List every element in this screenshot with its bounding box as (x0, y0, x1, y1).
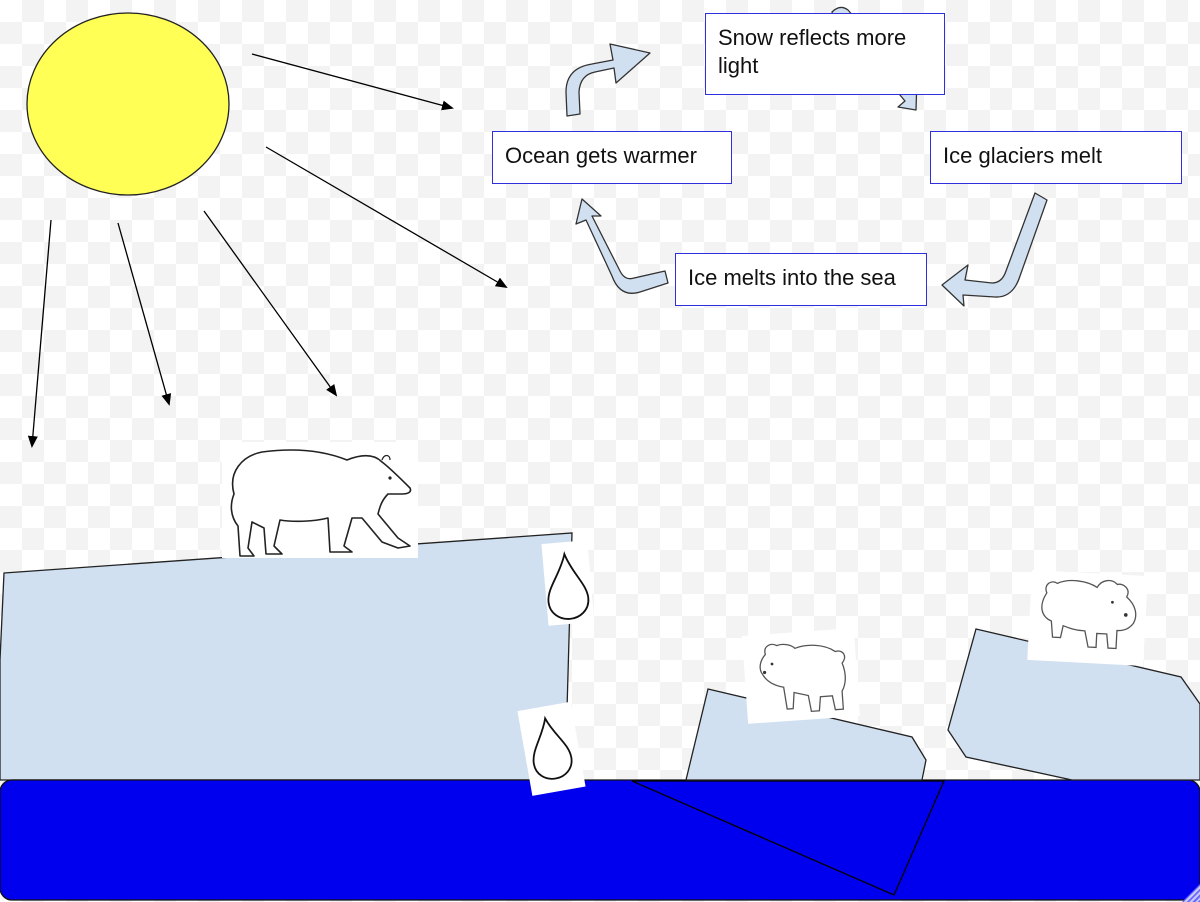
sun-rays (27, 53, 508, 448)
ocean[interactable] (0, 779, 1200, 901)
water-drop-icon (547, 550, 590, 620)
polar-bear-icon (230, 449, 412, 557)
polar-bear-cub-icon (1041, 579, 1137, 650)
cycle-box-snow-reflects[interactable]: Snow reflects more light (705, 13, 945, 95)
cycle-box-ocean-warmer[interactable]: Ocean gets warmer (492, 131, 732, 184)
sun-ray-arrow[interactable] (27, 219, 52, 448)
sun-ray-arrow[interactable] (117, 222, 172, 406)
water-drop-lower[interactable] (517, 701, 586, 796)
cycle-box-ice-melts-into-sea[interactable]: Ice melts into the sea (675, 253, 927, 306)
cycle-arrow-sea-to-ocean[interactable] (575, 198, 669, 294)
cycle-box-label: Ice melts into the sea (688, 265, 896, 290)
adult-polar-bear[interactable] (222, 442, 418, 558)
polar-bear-cub-middle[interactable] (742, 628, 860, 724)
cycle-arrow-glaciers-to-sea[interactable] (941, 192, 1048, 307)
sun-ray-arrow[interactable] (265, 146, 508, 289)
water-drop-icon (532, 715, 573, 780)
sun-ray-arrow[interactable] (251, 53, 454, 111)
polar-bear-cub-icon (759, 643, 846, 713)
submerged-ice-block[interactable] (631, 780, 945, 896)
water-drop-upper[interactable] (541, 540, 595, 626)
polar-bear-cub-right[interactable] (1027, 570, 1148, 666)
middle-ice-block[interactable] (685, 688, 927, 781)
cycle-box-label: Ice glaciers melt (943, 143, 1102, 168)
cycle-box-label: Snow reflects more light (718, 25, 907, 78)
cycle-arrow-ocean-to-snow[interactable] (565, 43, 651, 117)
sun-ray-arrow[interactable] (203, 210, 338, 397)
cycle-box-ice-glaciers-melt[interactable]: Ice glaciers melt (930, 131, 1182, 184)
cycle-box-label: Ocean gets warmer (505, 143, 697, 168)
large-ice-block[interactable] (0, 532, 573, 781)
sun-shape[interactable] (26, 12, 230, 196)
right-ice-block[interactable] (947, 628, 1200, 781)
